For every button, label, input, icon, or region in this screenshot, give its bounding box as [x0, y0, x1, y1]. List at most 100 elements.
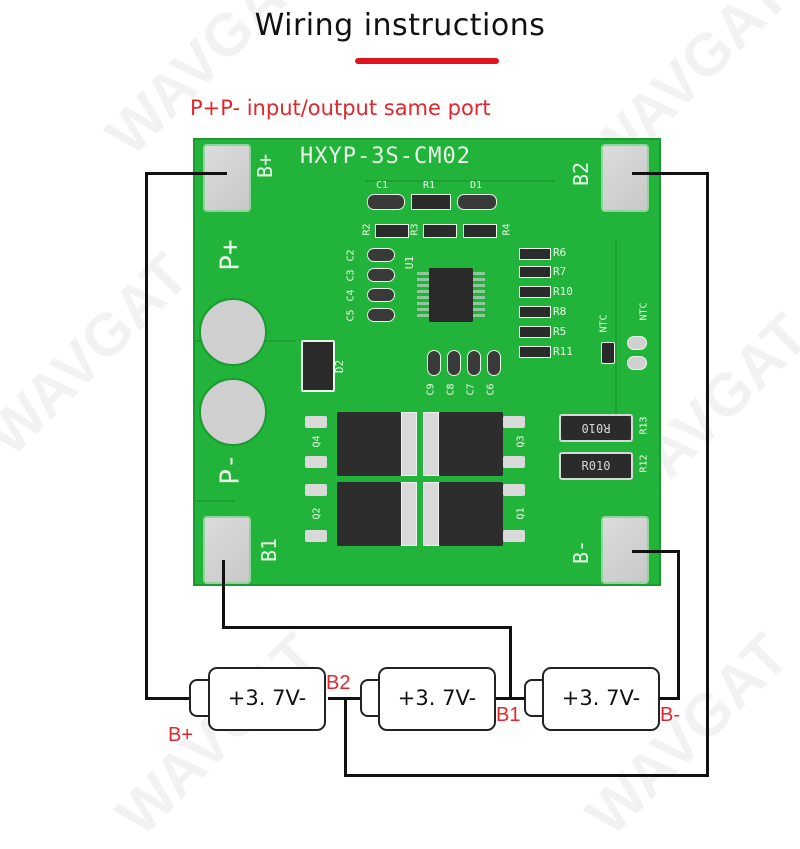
trace	[615, 240, 617, 440]
mosfet-q3	[439, 412, 503, 476]
ref-c9: C9	[425, 383, 437, 396]
ref-c1: C1	[376, 180, 389, 191]
wire-b-minus	[632, 550, 680, 553]
ntc-pad-1	[627, 336, 647, 350]
wire-b1	[222, 626, 512, 629]
label-b1: B1	[257, 537, 282, 563]
page-title: Wiring instructions	[254, 8, 546, 43]
mosfet-lead	[503, 484, 525, 496]
mosfet-tab	[401, 482, 417, 546]
mosfet-tab	[423, 482, 439, 546]
wire-b1	[494, 697, 530, 700]
mosfet-tab	[401, 412, 417, 476]
ref-c7: C7	[465, 383, 477, 396]
mosfet-lead	[503, 416, 525, 428]
ref-r2: R2	[361, 223, 373, 236]
ref-r6: R6	[553, 246, 567, 259]
resistor-r5	[519, 326, 551, 338]
pad-b1	[203, 516, 251, 584]
ref-r13: R13	[638, 416, 650, 435]
ref-c4: C4	[345, 289, 357, 302]
watermark: WAVGAT	[103, 620, 331, 849]
mosfet-q1	[439, 482, 503, 546]
battery-cell-2: +3. 7V-	[378, 667, 496, 731]
mosfet-lead	[305, 416, 327, 428]
resistor-r2	[375, 224, 409, 238]
resistor-r8	[519, 306, 551, 318]
terminal-b-minus: B-	[660, 704, 680, 726]
ref-r1: R1	[423, 180, 436, 191]
label-p-plus: P+	[215, 239, 246, 271]
diode-d2	[301, 340, 335, 392]
title-underline	[355, 58, 499, 64]
mosfet-q2	[337, 482, 401, 546]
cell-2-terminal	[360, 679, 380, 717]
resistor-r6	[519, 248, 551, 260]
ref-c2: C2	[345, 249, 357, 262]
label-b-minus: B-	[569, 539, 594, 565]
mosfet-tab	[423, 412, 439, 476]
ref-r7: R7	[553, 265, 567, 278]
battery-cell-3: +3. 7V-	[542, 667, 660, 731]
ntc-sensor	[601, 342, 615, 364]
resistor-r10	[519, 286, 551, 298]
cell-1-terminal	[189, 679, 209, 717]
resistor-r3	[423, 224, 457, 238]
mosfet-lead	[305, 456, 327, 468]
wire-b1	[509, 626, 512, 700]
capacitor-c7	[467, 350, 481, 376]
ntc-pad-2	[627, 356, 647, 370]
mosfet-lead	[305, 484, 327, 496]
mosfet-lead	[503, 530, 525, 542]
mosfet-lead	[305, 530, 327, 542]
cell-3-terminal	[524, 679, 544, 717]
wire-b2	[632, 172, 708, 175]
ref-c8: C8	[445, 383, 457, 396]
ref-q1: Q1	[515, 507, 527, 520]
resistor-r1	[411, 194, 451, 210]
ref-q2: Q2	[311, 507, 323, 520]
ref-q4: Q4	[311, 435, 323, 448]
label-b2: B2	[569, 161, 594, 187]
mosfet-q4	[337, 412, 401, 476]
trace	[365, 180, 555, 182]
resistor-r4	[463, 224, 497, 238]
board-model-label: HXYP-3S-CM02	[300, 144, 471, 169]
battery-cell-1: +3. 7V-	[208, 667, 326, 731]
shunt-r13: R010	[559, 414, 633, 442]
pad-p-plus	[199, 298, 267, 366]
diode-d1	[457, 194, 497, 210]
wire-b-plus	[145, 697, 195, 700]
resistor-r11	[519, 346, 551, 358]
ref-c5: C5	[345, 309, 357, 322]
label-p-minus: P-	[215, 453, 246, 485]
ic-u1-body	[429, 268, 473, 322]
ref-r3: R3	[409, 223, 421, 236]
ref-r11: R11	[553, 345, 573, 358]
ref-r12: R12	[638, 454, 650, 473]
ref-d2: D2	[333, 359, 347, 374]
ref-r8: R8	[553, 305, 567, 318]
pad-b-plus	[203, 144, 251, 212]
capacitor-c5	[367, 308, 395, 322]
ref-ntc-2: NTC	[638, 302, 650, 321]
shunt-r12: R010	[559, 452, 633, 480]
ref-c3: C3	[345, 269, 357, 282]
terminal-b-plus: B+	[168, 724, 194, 746]
watermark: WAVGAT	[573, 620, 800, 849]
terminal-b2: B2	[326, 672, 351, 694]
wire-b-minus	[658, 697, 680, 700]
ref-ntc-1: NTC	[598, 314, 610, 333]
ref-c6: C6	[485, 383, 497, 396]
ref-r10: R10	[553, 285, 573, 298]
pad-p-minus	[199, 378, 267, 446]
label-b-plus: B+	[253, 153, 278, 179]
wire-b-plus	[145, 172, 227, 175]
watermark: WAVGAT	[0, 240, 201, 469]
ref-q3: Q3	[515, 435, 527, 448]
wire-b-minus	[677, 550, 680, 700]
wire-b2	[344, 697, 347, 777]
ref-u1: U1	[403, 255, 417, 270]
ref-r4: R4	[501, 223, 513, 236]
wire-b-plus	[145, 172, 148, 700]
